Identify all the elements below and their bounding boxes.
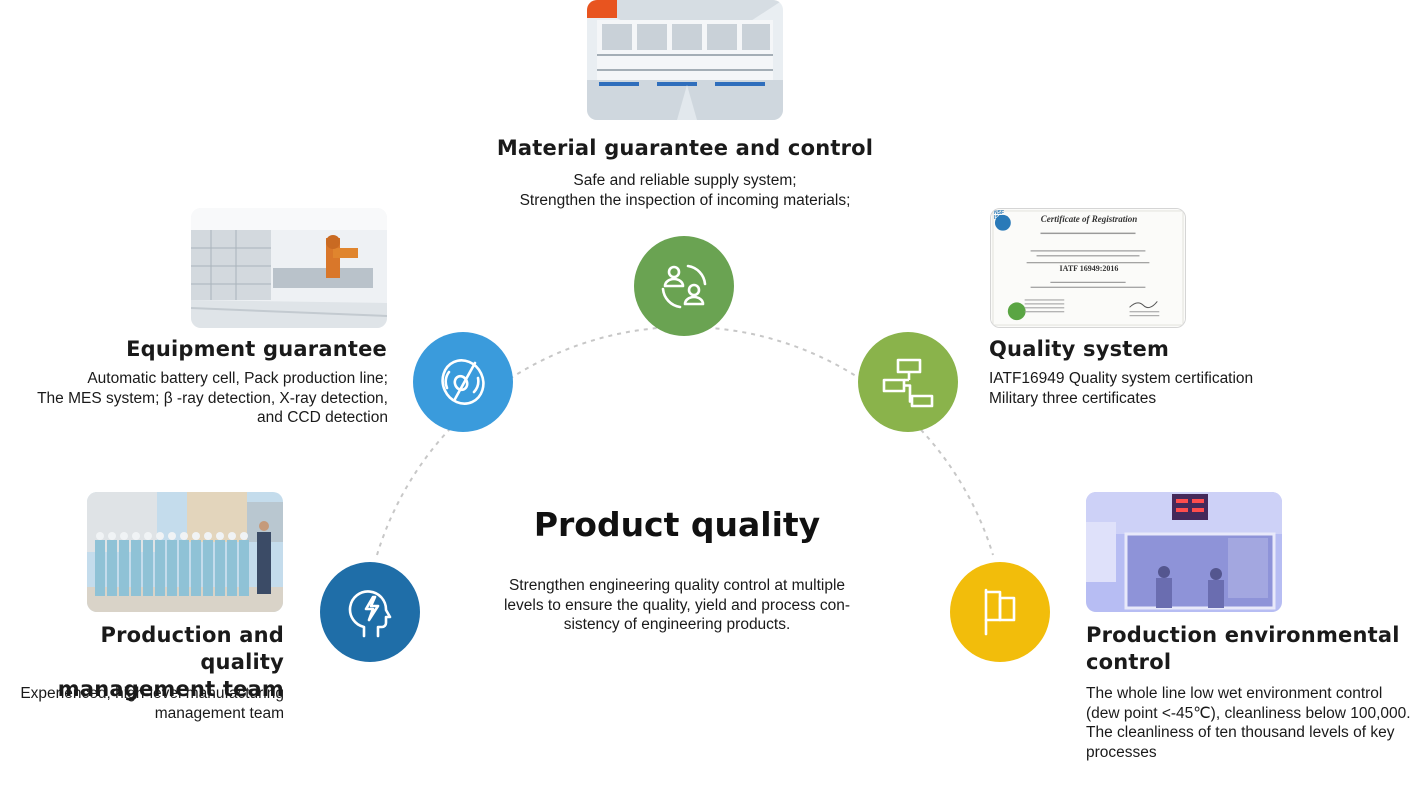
equipment-icon-circle[interactable] (413, 332, 513, 432)
environment-title-line: Production environmental (1086, 623, 1400, 647)
equipment-line: Automatic battery cell, Pack production … (87, 370, 388, 387)
material-description: Safe and reliable supply system; Strengt… (480, 171, 890, 210)
environment-title-line: control (1086, 650, 1172, 674)
center-line: Strengthen engineering quality control a… (508, 577, 846, 594)
team-line: Experienced, high-level manufacturing (20, 685, 284, 702)
center-line: sistency of engineering products. (563, 616, 791, 633)
disc-icon (441, 359, 485, 405)
quality-icon-circle[interactable] (858, 332, 958, 432)
environment-line: The whole line low wet environment contr… (1086, 685, 1383, 702)
equipment-description: Automatic battery cell, Pack production … (10, 369, 388, 428)
certificate-logo: NSF ISR (994, 210, 1004, 221)
material-title: Material guarantee and control (496, 136, 874, 160)
material-icon-circle[interactable] (634, 236, 734, 336)
environment-line: The cleanliness of ten thousand levels o… (1086, 724, 1395, 741)
quality-certificate-photo: Certificate of Registration IATF 16949:2… (990, 208, 1186, 328)
certificate-standard: IATF 16949:2016 (1059, 264, 1119, 273)
flowchart-icon (882, 358, 934, 408)
quality-line: Military three certificates (989, 389, 1157, 407)
quality-description: IATF16949 Quality system certification M… (989, 369, 1319, 408)
certificate-heading: Certificate of Registration (1040, 214, 1138, 224)
environment-description: The whole line low wet environment contr… (1086, 684, 1422, 762)
center-line: levels to ensure the quality, yield and … (503, 596, 851, 614)
team-icon-circle[interactable] (320, 562, 420, 662)
quality-line: IATF16949 Quality system certification (989, 370, 1254, 387)
team-title-line: Production and quality (100, 623, 284, 674)
environment-title: Production environmental control (1086, 622, 1416, 676)
material-line: Safe and reliable supply system; (573, 172, 797, 189)
center-description: Strengthen engineering quality control a… (470, 576, 884, 635)
team-group-photo (87, 492, 283, 612)
environment-line: processes (1086, 743, 1157, 761)
equipment-production-line-photo (191, 208, 387, 328)
environment-line: (dew point <-45℃), cleanliness below 100… (1086, 704, 1411, 722)
head-lightning-icon (348, 590, 392, 638)
flag-icon (984, 588, 1016, 636)
environment-cleanroom-photo (1086, 492, 1282, 612)
center-title: Product quality (533, 505, 821, 544)
team-title-line: management team (57, 677, 284, 701)
environment-icon-circle[interactable] (950, 562, 1050, 662)
team-line: management team (154, 704, 284, 722)
quality-title: Quality system (989, 337, 1170, 361)
team-description: Experienced, high-level manufacturing ma… (0, 684, 284, 723)
equipment-line: The MES system; β -ray detection, X-ray … (37, 389, 388, 407)
material-warehouse-photo (587, 0, 783, 120)
team-title: Production and quality management team (14, 622, 284, 703)
material-line: Strengthen the inspection of incoming ma… (519, 191, 851, 209)
people-exchange-icon (661, 264, 707, 309)
equipment-line: and CCD detection (257, 409, 388, 426)
equipment-title: Equipment guarantee (126, 337, 387, 361)
